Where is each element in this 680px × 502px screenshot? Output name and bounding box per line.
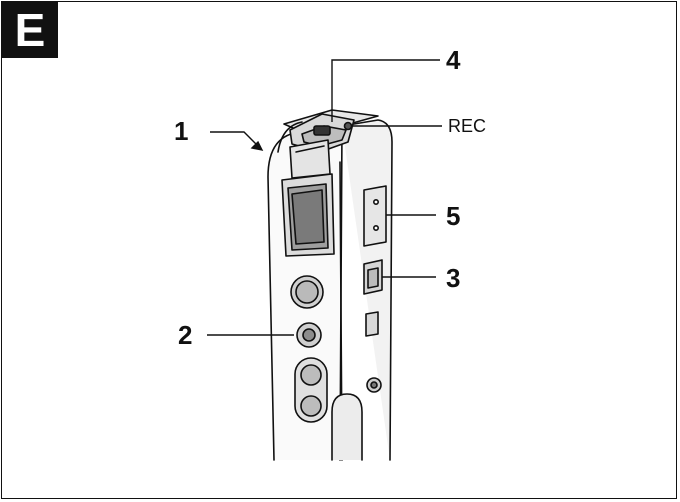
callout-4: 4 — [446, 45, 461, 75]
rec-indicator-icon — [343, 121, 353, 131]
side-slot-5 — [363, 185, 387, 247]
switch-knob-icon — [313, 125, 331, 136]
section-badge: E — [2, 2, 58, 58]
callout-2: 2 — [178, 320, 193, 350]
rec-label: REC — [448, 116, 487, 136]
leader-line-4 — [331, 59, 440, 122]
callout-3: 3 — [446, 263, 461, 293]
speaker-grille — [331, 393, 363, 461]
side-small-button — [365, 311, 379, 337]
callout-1: 1 — [174, 116, 189, 146]
callout-5: 5 — [446, 201, 461, 231]
